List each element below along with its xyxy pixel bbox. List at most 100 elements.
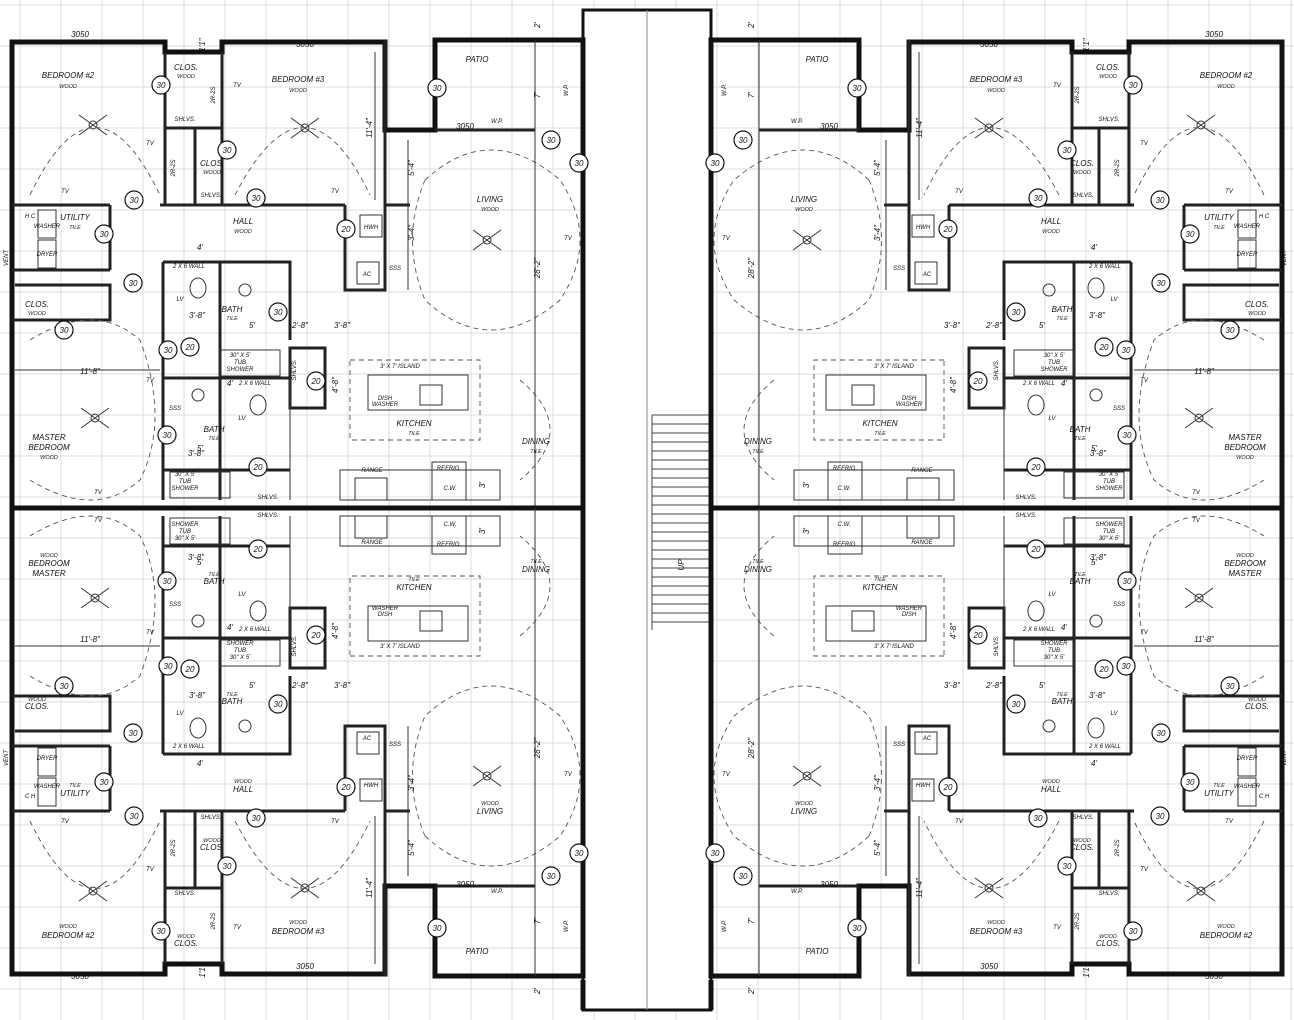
island-depth: 4'-8" <box>949 376 958 393</box>
clos3-floor: WOOD <box>28 311 46 317</box>
door-swing-20: 20 <box>938 219 958 239</box>
ac-label: AC <box>922 736 932 742</box>
door-swing-30: 30 <box>54 320 74 340</box>
island-label: 3' X 7' ISLAND <box>380 644 420 650</box>
unit-4 <box>711 508 1282 976</box>
shlvs-vert: SHLVS. <box>292 635 298 656</box>
svg-text:20: 20 <box>1031 463 1041 472</box>
door-swing-20: 20 <box>306 371 326 391</box>
wall-2x6-b: 2 X 6 WALL <box>238 381 271 387</box>
svg-text:30: 30 <box>1129 81 1138 90</box>
svg-text:30: 30 <box>1123 577 1132 586</box>
door-swing-30: 30 <box>157 571 177 591</box>
shlvs-c: SHLVS. <box>257 495 278 501</box>
dim-7: 7' <box>747 92 756 98</box>
bath1-name: BATH <box>1052 305 1073 314</box>
hc-label: C H <box>1259 794 1270 800</box>
window-top1: 3050 <box>71 30 89 39</box>
door-swing-20: 20 <box>1094 337 1114 357</box>
hall-name: HALL <box>1041 785 1061 794</box>
dishwasher-label2: WASHER <box>372 402 399 408</box>
window-top1: 3050 <box>71 972 89 981</box>
door-swing-30: 30 <box>158 656 178 676</box>
living-d1: 5'-4" <box>873 159 882 176</box>
svg-text:20: 20 <box>943 783 953 792</box>
dining-floor: TILE <box>530 559 542 565</box>
utility-floor: TILE <box>69 225 81 231</box>
door-swing-30: 30 <box>158 340 178 360</box>
dim-5b: 5' <box>197 558 203 567</box>
wall-2x6-b: 2 X 6 WALL <box>238 627 271 633</box>
shlvs-vert: SHLVS. <box>292 359 298 380</box>
range-label: RANGE <box>911 468 933 474</box>
svg-text:30: 30 <box>129 279 138 288</box>
door-swing-30: 30 <box>1220 676 1240 696</box>
hall-name: HALL <box>1041 217 1061 226</box>
svg-text:20: 20 <box>185 665 195 674</box>
door-swing-20: 20 <box>248 457 268 477</box>
hall-name: HALL <box>233 217 253 226</box>
dryer-label: DRYER <box>1237 252 1258 258</box>
svg-text:30: 30 <box>157 81 166 90</box>
svg-text:30: 30 <box>1157 729 1166 738</box>
utility-name: UTILITY <box>60 789 90 798</box>
dim-38b: 3'-8" <box>334 321 351 330</box>
svg-text:20: 20 <box>973 631 983 640</box>
tub-label1: 30" X 5' <box>230 655 251 661</box>
dim-38a: 3'-8" <box>1089 311 1106 320</box>
tub2-label2: TUB <box>179 479 191 485</box>
living-name: LIVING <box>477 195 503 204</box>
dishwasher-label2: WASHER <box>896 606 923 612</box>
door-swing-30: 30 <box>541 130 561 150</box>
bath2-floor: TILE <box>1074 436 1086 442</box>
tv-a: TV <box>61 189 70 195</box>
dim-4a: 4' <box>1091 243 1097 252</box>
lv-a: LV <box>176 297 184 303</box>
bedroom2-floor: WOOD <box>1217 924 1235 930</box>
tv-g: TV <box>564 772 573 778</box>
dim-28: 2'-8" <box>291 681 309 690</box>
kitchen-floor: TILE <box>874 431 886 437</box>
door-swing-30: 30 <box>246 188 266 208</box>
dim-5b: 5' <box>197 444 203 453</box>
tv-e: TV <box>1140 630 1149 636</box>
svg-text:20: 20 <box>253 545 263 554</box>
door-swing-30: 30 <box>246 808 266 828</box>
living-name: LIVING <box>791 807 817 816</box>
window-patio: 3050 <box>456 880 474 889</box>
door-swing-20: 20 <box>1026 457 1046 477</box>
master-floor: WOOD <box>40 455 58 461</box>
tub-label2: TUB <box>234 648 246 654</box>
patio-name: PATIO <box>806 947 829 956</box>
clos1-floor: WOOD <box>177 74 195 80</box>
door-swing-30: 30 <box>157 425 177 445</box>
svg-text:30: 30 <box>1063 862 1072 871</box>
tub-label3: SHOWER <box>227 367 255 373</box>
tv-c: TV <box>233 83 242 89</box>
kitchen-name: KITCHEN <box>396 583 431 592</box>
bath1-floor: TILE <box>1056 692 1068 698</box>
refrig-label: REFRIG. <box>833 466 857 472</box>
door-swing-30: 30 <box>1150 806 1170 826</box>
dining-name: DINING <box>522 565 550 574</box>
clos1-floor: WOOD <box>177 934 195 940</box>
kitchen-floor: TILE <box>874 577 886 583</box>
tub-label2: TUB <box>1048 648 1060 654</box>
living-d1: 5'-4" <box>407 839 416 856</box>
r2s-a: 2R-2S <box>211 912 217 930</box>
dim-38c: 3'-8" <box>188 449 205 458</box>
wp-b: W.P. <box>564 84 570 96</box>
svg-text:20: 20 <box>943 225 953 234</box>
refrig-label: REFRIG. <box>437 466 461 472</box>
door-swing-30: 30 <box>733 866 753 886</box>
clos3-name: CLOS. <box>1245 300 1269 309</box>
unit-3 <box>12 508 583 976</box>
svg-text:30: 30 <box>1034 814 1043 823</box>
bedroom2-name: BEDROOM #2 <box>1200 931 1253 940</box>
bedroom2-floor: WOOD <box>1217 84 1235 90</box>
door-swing-30: 30 <box>1028 808 1048 828</box>
shlvs-a: SHLVS. <box>174 117 195 123</box>
tv-d: TV <box>955 819 964 825</box>
tub2-label3: SHOWER <box>172 486 200 492</box>
door-swing-20: 20 <box>1026 539 1046 559</box>
